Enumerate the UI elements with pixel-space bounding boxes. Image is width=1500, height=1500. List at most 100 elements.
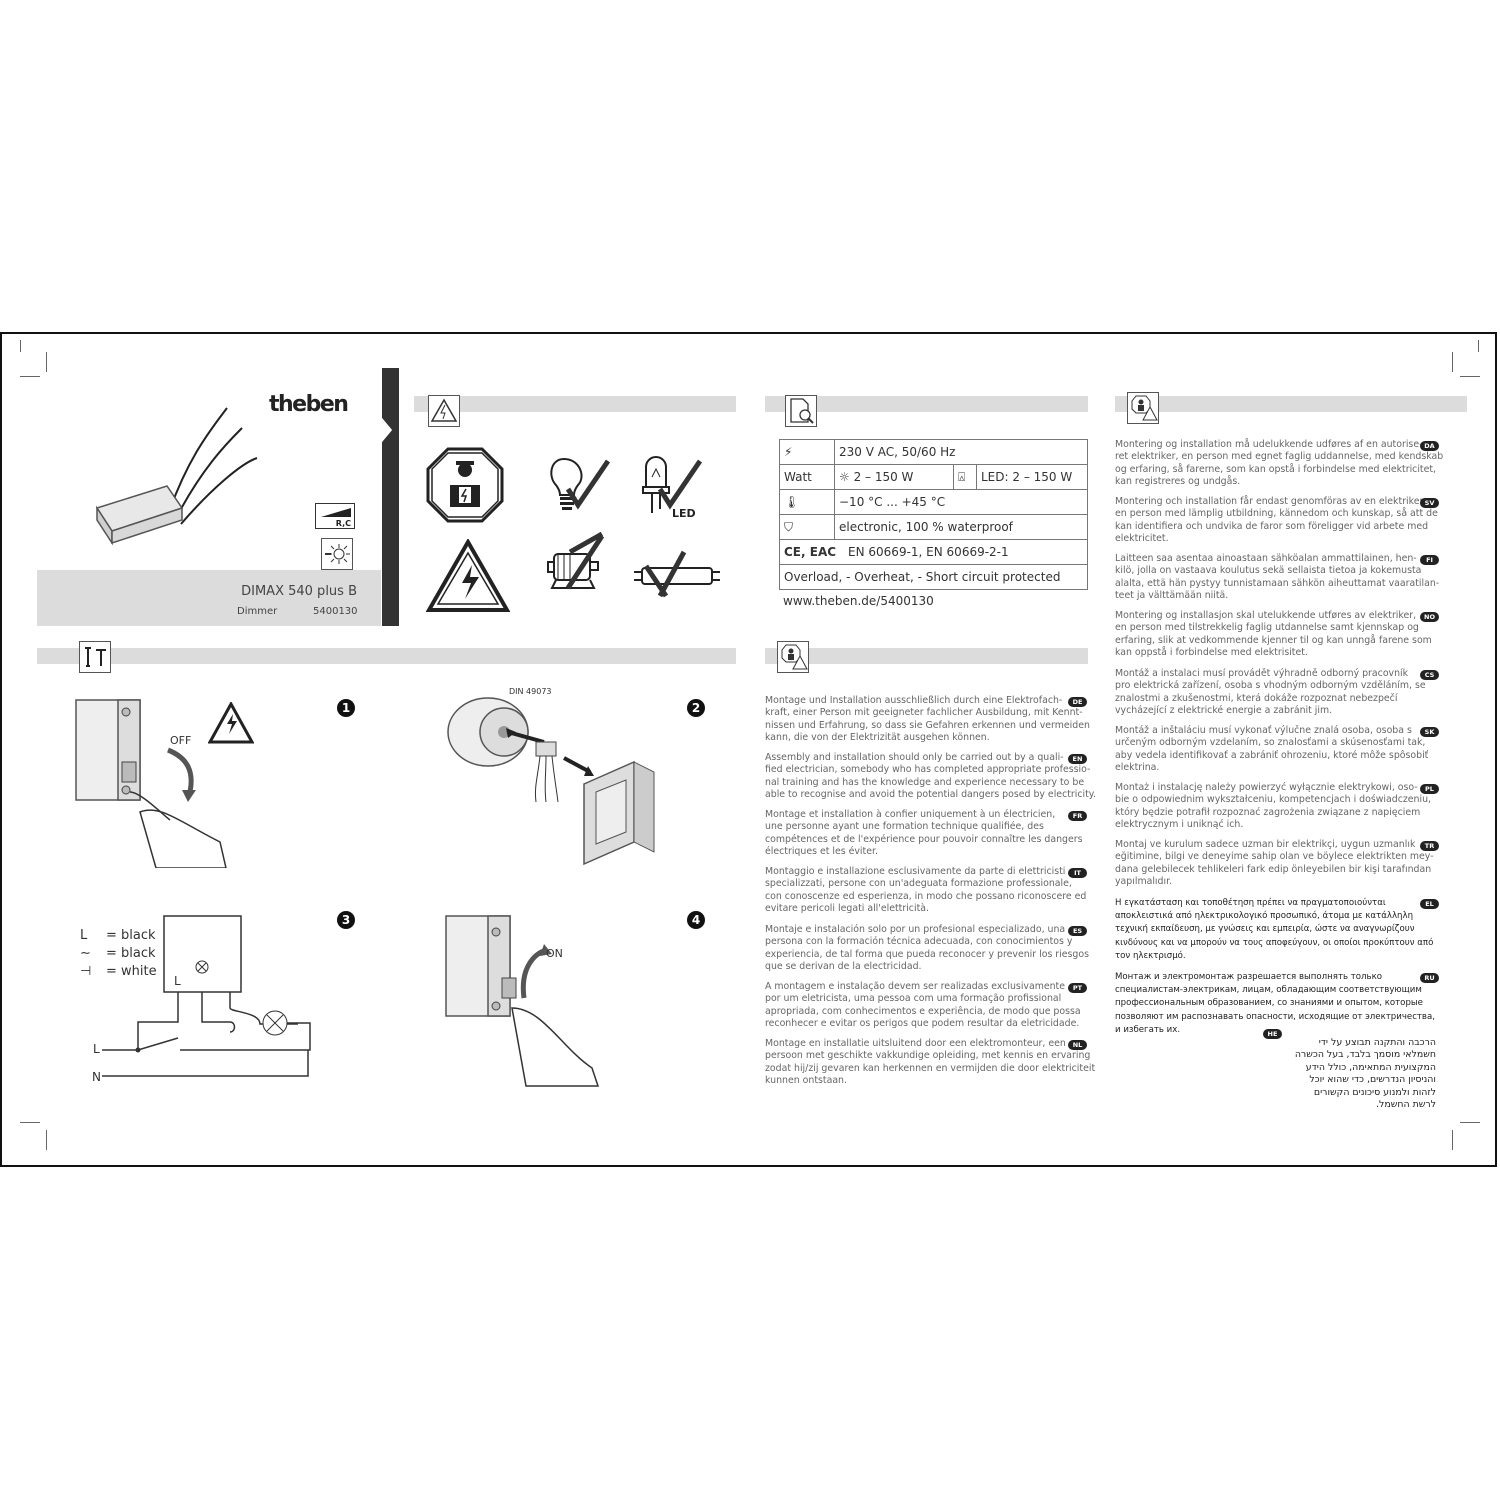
warning-line: kann, die von der Elektrizität ausgehen … (765, 732, 990, 744)
warning-line: og erfaring, så farerne, som kan opstå i… (1115, 463, 1437, 475)
spec-table: ⚡ 230 V AC, 50/60 Hz Watt ☼ 2 – 150 W ⍓ … (779, 439, 1088, 590)
step-number-3: 3 (337, 911, 355, 929)
article-number: 5400130 (313, 606, 358, 617)
safety-section-tag (428, 395, 460, 427)
warning-line: alalta, että hän pystyy tunnistamaan säh… (1115, 577, 1440, 589)
product-type: Dimmer (237, 606, 278, 617)
language-code-badge: SV (1420, 498, 1439, 508)
section-bar (765, 648, 1088, 664)
led-allowed-icon: LED (642, 456, 703, 520)
thermometer-icon: 🌡 (779, 489, 835, 515)
step-2-flush-box-illustration (447, 697, 655, 866)
warning-paragraph-cs: Montáž a instalaci musí provádět výhradn… (1115, 668, 1426, 718)
warning-paragraph-es: Montaje e instalación solo por un profes… (765, 924, 1089, 974)
warning-line: électriques et les éviter. (765, 846, 878, 858)
language-code-badge: FI (1420, 555, 1439, 565)
supply-value: 230 V AC, 50/60 Hz (834, 439, 1088, 465)
tools-icon (85, 647, 106, 667)
warning-line: Montering og installasjon skal utelukken… (1115, 610, 1417, 621)
warning-paragraph-en: Assembly and installation should only be… (765, 752, 1096, 802)
warning-line: לרשת החשמל. (1376, 1099, 1436, 1111)
section-bar (414, 396, 736, 412)
warning-line: bie o odpowiednim wykształceniu, kompete… (1115, 794, 1432, 806)
line-label-N: N (92, 1070, 101, 1084)
warning-line: профессиональным образованием, со знания… (1115, 998, 1423, 1009)
warning-paragraph-el: Η εγκατάσταση και τοποθέτηση πρέπει να π… (1115, 897, 1433, 963)
warning-line: eğitimine, bilgi ve deneyime sahip olan … (1115, 851, 1434, 863)
electrician-only-icon (426, 447, 504, 523)
terminal-label-L: L (174, 974, 181, 988)
instruction-sheet (0, 332, 1497, 1167)
warning-line: Montaje e instalación solo por un profes… (765, 924, 1066, 935)
ramp-icon (321, 508, 351, 517)
warning-line: que se derivan de la electricidad. (765, 961, 922, 973)
warning-paragraph-tr: Montaj ve kurulum sadece uzman bir elekt… (1115, 839, 1434, 889)
warning-line: Montáž a instalaci musí provádět výhradn… (1115, 668, 1409, 679)
warning-line: en person med lämplig utbildning, känned… (1115, 508, 1438, 520)
warning-line: elektrina. (1115, 762, 1160, 774)
fold-mark (1478, 340, 1479, 352)
warning-line: kraft, einer Person mit geeigneter fachl… (765, 707, 1083, 719)
warning-line: Montage en installatie uitsluitend door … (765, 1038, 1066, 1049)
step-1-label: OFF (170, 734, 192, 747)
electrician-warning-icon (1131, 395, 1158, 421)
warning-line: con conoscenze ed esperienza, in modo ch… (765, 890, 1087, 902)
warning-paragraph-pl: Montaż i instalację należy powierzyć wył… (1115, 782, 1432, 832)
electrician-section-tag (1127, 392, 1159, 424)
language-code-badge: NL (1068, 1040, 1087, 1050)
warning-paragraph-nl: Montage en installatie uitsluitend door … (765, 1038, 1095, 1088)
light-sun-icon (325, 544, 350, 564)
specs-section-tag (785, 395, 817, 427)
certification-marks: CE, EAC (784, 545, 837, 559)
warning-line: τον ηλεκτρισμό. (1115, 950, 1186, 961)
warning-line: Montáž a inštaláciu musí vykonať výlučne… (1115, 725, 1412, 736)
language-code-badge: SK (1420, 727, 1439, 737)
warning-line: Montering og installation må udelukkende… (1115, 439, 1423, 450)
warning-line: הרכבה והתקנה תבוצע על ידי (1318, 1037, 1436, 1048)
product-panel: theben R,C DIMAX 540 plus B Dimmer 54001… (37, 368, 381, 626)
step-1-shock-warning-icon (208, 702, 254, 744)
warning-line: kan registreres og undgås. (1115, 476, 1241, 488)
language-code-badge: EL (1420, 899, 1439, 909)
line-label-L: L (93, 1042, 100, 1056)
warning-line: able to recognise and avoid the potentia… (765, 789, 1096, 801)
warning-line: persona con la formación técnica adecuad… (765, 936, 1073, 948)
crop-mark (1460, 1122, 1480, 1123)
warning-line: Монтаж и электромонтаж разрешается выпол… (1115, 972, 1383, 982)
warning-line: Montaj ve kurulum sadece uzman bir elekt… (1115, 839, 1416, 850)
warning-line: и избегать их. (1115, 1024, 1181, 1035)
product-title-band: DIMAX 540 plus B Dimmer 5400130 (37, 570, 381, 626)
language-code-badge: DE (1068, 697, 1087, 707)
step-number-4: 4 (687, 911, 705, 929)
step-1-breaker-off-illustration (75, 699, 227, 868)
warning-line: Montaż i instalację należy powierzyć wył… (1115, 782, 1418, 793)
warning-line: A montagem e instalação devem ser realiz… (765, 981, 1066, 992)
warning-line: kan oppstå i forbindelse med elektrisite… (1115, 647, 1308, 659)
language-code-badge: HE (1263, 1029, 1282, 1039)
warning-line: Assembly and installation should only be… (765, 752, 1064, 763)
warning-line: kan identifiera och undvika de faror som… (1115, 520, 1429, 532)
crop-mark (1460, 376, 1480, 377)
load-type-label: R,C (335, 519, 351, 528)
warning-line: reconhecer e evitar os perigos que podem… (765, 1018, 1080, 1030)
warning-line: Η εγκατάσταση και τοποθέτηση πρέπει να π… (1115, 898, 1386, 908)
warning-line: určeným odborným vzdelaním, so znalosťam… (1115, 737, 1426, 749)
warning-paragraph-it: Montaggio e installazione esclusivamente… (765, 866, 1087, 916)
crop-mark (1452, 352, 1453, 372)
product-url[interactable]: www.theben.de/5400130 (783, 594, 934, 608)
warning-line: αποκλειστικά από ηλεκτρικολογικό προσωπι… (1115, 911, 1414, 922)
warning-line: חשמלאי מוסמך בלבד, בעל הכשרה (1294, 1049, 1436, 1061)
warning-line: Montaggio e installazione esclusivamente… (765, 866, 1066, 877)
warning-paragraph-ru: Монтаж и электромонтаж разрешается выпол… (1115, 971, 1435, 1037)
install-section-tag (79, 641, 111, 673)
section-bar (37, 648, 736, 664)
warning-line: nal training and has the knowledge and e… (765, 776, 1085, 788)
crop-mark (20, 376, 40, 377)
electric-shock-warning-icon (426, 539, 510, 612)
warning-line: elektricitet. (1115, 533, 1169, 545)
step-number-1: 1 (337, 699, 355, 717)
legend-value: = black (106, 928, 156, 943)
temperature-value: −10 °C ... +45 °C (834, 489, 1088, 515)
